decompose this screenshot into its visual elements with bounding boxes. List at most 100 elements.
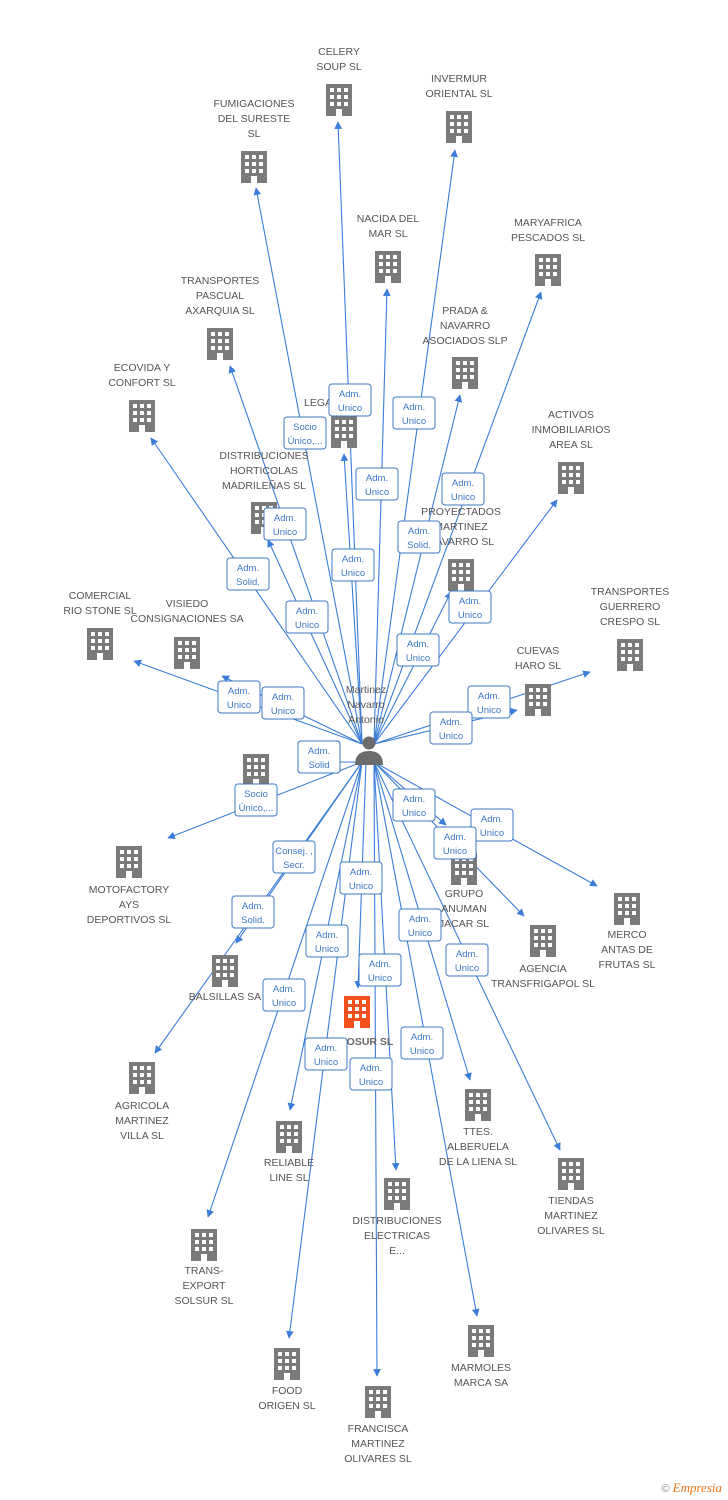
svg-text:Adm.Unico: Adm.Unico — [410, 1032, 434, 1057]
company-node-balsillas[interactable]: BALSILLAS SA — [189, 955, 261, 1003]
relation-label: Adm.Unico — [263, 507, 307, 541]
building-icon — [129, 400, 155, 432]
edge-transportes-pascual — [228, 365, 363, 745]
building-icon — [525, 684, 551, 716]
svg-text:Adm.Unico: Adm.Unico — [443, 832, 467, 857]
brand-name: Empresia — [672, 1480, 722, 1495]
relation-label: Adm.Unico — [467, 685, 511, 719]
building-icon — [558, 462, 584, 494]
building-icon — [344, 996, 370, 1028]
company-node-lega[interactable]: LEGA — [304, 397, 357, 448]
relation-label: Adm.Solid — [297, 740, 341, 774]
svg-text:Adm.Unico: Adm.Unico — [402, 402, 426, 427]
highlight-company-label: OSUR SL — [347, 1036, 394, 1048]
edge-proyectados — [373, 591, 452, 745]
relation-label: Adm.Unico — [339, 861, 383, 895]
highlight-company-node[interactable]: OSUR SL — [344, 996, 394, 1048]
relation-label: Adm.Unico — [433, 826, 477, 860]
building-icon — [535, 254, 561, 286]
relation-label: Adm.Unico — [305, 924, 349, 958]
relation-label: Adm.Unico — [392, 396, 436, 430]
copyright-symbol: © — [661, 1483, 670, 1495]
svg-text:Adm.Unico: Adm.Unico — [368, 959, 392, 984]
building-icon — [468, 1325, 494, 1357]
relation-label: Adm.Unico — [261, 686, 305, 720]
svg-text:Adm.Unico: Adm.Unico — [227, 686, 251, 711]
relation-label: Adm.Unico — [445, 943, 489, 977]
svg-text:Adm.Unico: Adm.Unico — [451, 478, 475, 503]
relation-label: Adm.Unico — [217, 680, 261, 714]
building-icon — [530, 925, 556, 957]
building-icon — [614, 893, 640, 925]
building-icon — [465, 1089, 491, 1121]
svg-text:Adm.Unico: Adm.Unico — [458, 596, 482, 621]
edge-fumigaciones — [253, 187, 363, 745]
relation-label: Adm.Solid. — [231, 895, 275, 929]
building-icon — [375, 251, 401, 283]
relation-label: Adm.Unico — [304, 1037, 348, 1071]
building-icon — [174, 637, 200, 669]
svg-text:Adm.Unico: Adm.Unico — [295, 606, 319, 631]
svg-text:Adm.Solid: Adm.Solid — [308, 746, 330, 771]
edge-lega — [340, 453, 363, 745]
svg-text:Adm.Unico: Adm.Unico — [480, 814, 504, 839]
svg-text:Adm.Solid.: Adm.Solid. — [241, 901, 265, 926]
building-icon — [365, 1386, 391, 1418]
svg-text:Consej. ,Secr.: Consej. ,Secr. — [275, 846, 313, 871]
building-icon — [243, 754, 269, 786]
relation-label: Consej. ,Secr. — [272, 840, 316, 874]
relation-label: Adm.Unico — [262, 978, 306, 1012]
svg-text:Adm.Unico: Adm.Unico — [271, 692, 295, 717]
relation-label: Adm.Unico — [448, 590, 492, 624]
building-icon — [558, 1158, 584, 1190]
edge-prada — [373, 394, 463, 745]
building-icon — [274, 1348, 300, 1380]
building-icon — [241, 151, 267, 183]
svg-text:Adm.Unico: Adm.Unico — [402, 794, 426, 819]
svg-text:Adm.Unico: Adm.Unico — [338, 389, 362, 414]
